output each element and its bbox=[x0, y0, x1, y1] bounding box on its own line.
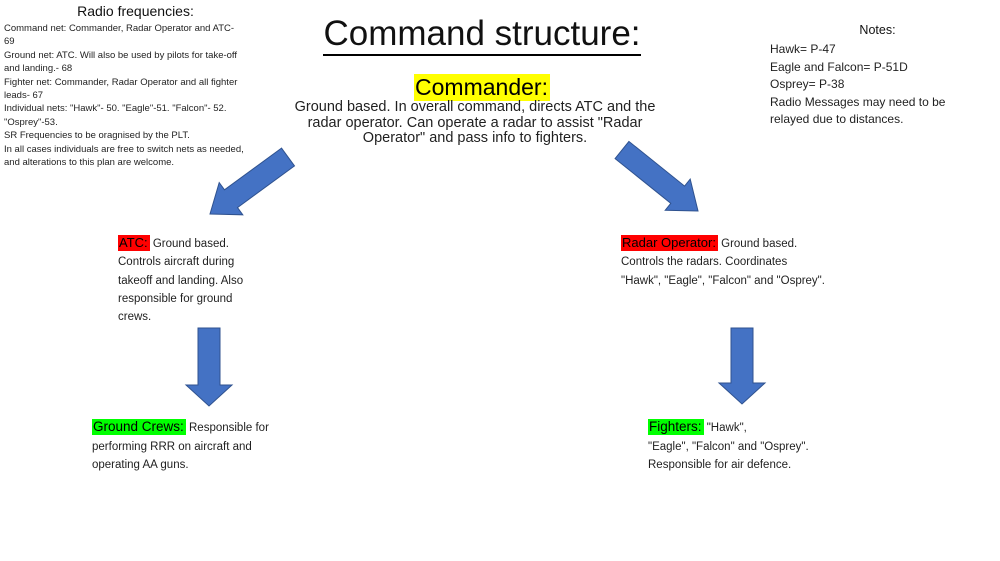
radio-frequencies-title: Radio frequencies: bbox=[77, 3, 194, 19]
radio-frequencies-body: Command net: Commander, Radar Operator a… bbox=[4, 23, 244, 169]
notes-body: Hawk= P-47 Eagle and Falcon= P-51D Ospre… bbox=[770, 42, 946, 127]
notes-block: Notes: Hawk= P-47 Eagle and Falcon= P-51… bbox=[770, 23, 985, 129]
radar-operator-label: Radar Operator: bbox=[621, 235, 718, 251]
ground-crews-block: Ground Crews: Responsible for performing… bbox=[92, 418, 322, 475]
radar-operator-description: Ground based. Controls the radars. Coord… bbox=[621, 238, 825, 287]
ground-crews-label: Ground Crews: bbox=[92, 419, 186, 435]
arrow-commander-to-radar-icon bbox=[614, 140, 699, 212]
atc-block: ATC: Ground based. Controls aircraft dur… bbox=[118, 234, 283, 326]
arrow-atc-to-ground-crews-icon bbox=[184, 327, 234, 407]
notes-title: Notes: bbox=[859, 23, 896, 37]
radio-frequencies-block: Radio frequencies: Command net: Commande… bbox=[4, 3, 267, 169]
atc-label: ATC: bbox=[118, 235, 150, 251]
commander-label: Commander: bbox=[414, 74, 550, 101]
fighters-block: Fighters: "Hawk", "Eagle", "Falcon" and … bbox=[648, 418, 863, 475]
fighters-description: "Hawk", "Eagle", "Falcon" and "Osprey". … bbox=[648, 422, 809, 472]
commander-description: Ground based. In overall command, direct… bbox=[294, 99, 656, 146]
arrow-radar-to-fighters-icon bbox=[717, 327, 767, 405]
ground-crews-description: Responsible for performing RRR on aircra… bbox=[92, 422, 269, 472]
commander-label-row: Commander: bbox=[272, 74, 692, 101]
fighters-label: Fighters: bbox=[648, 419, 704, 435]
page-title: Command structure: bbox=[272, 14, 692, 56]
radar-operator-block: Radar Operator: Ground based. Controls t… bbox=[621, 234, 871, 290]
page-title-text: Command structure: bbox=[323, 14, 641, 56]
atc-description: Ground based. Controls aircraft during t… bbox=[118, 238, 244, 324]
